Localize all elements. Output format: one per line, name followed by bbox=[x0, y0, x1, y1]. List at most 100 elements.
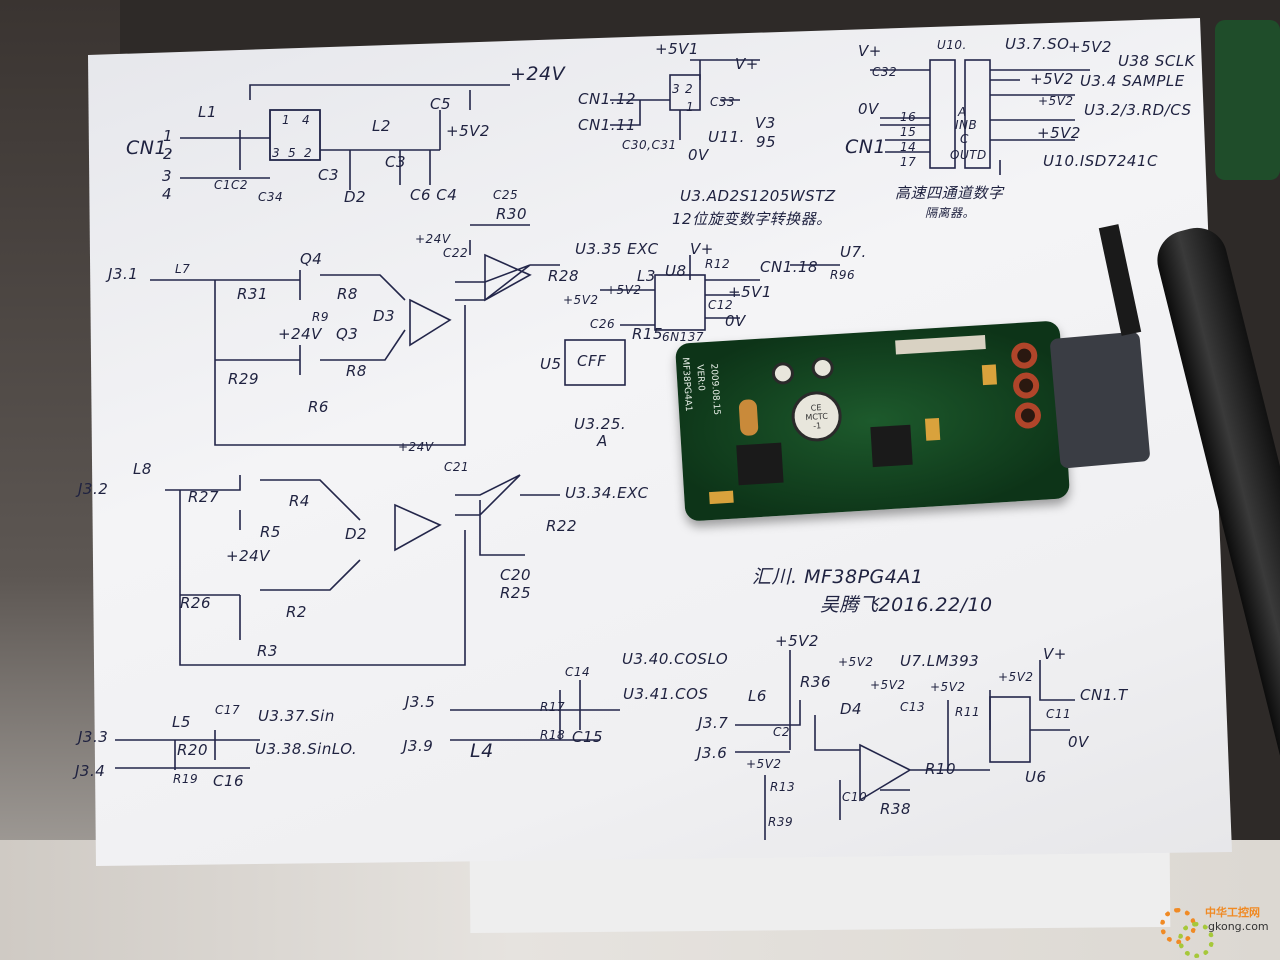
schematic-label: R30 bbox=[496, 205, 528, 223]
toroid-coil bbox=[1010, 341, 1039, 370]
schematic-label: 14 bbox=[900, 140, 917, 154]
schematic-label: 15 bbox=[900, 125, 917, 139]
schematic-label: C22 bbox=[443, 246, 469, 260]
schematic-label: C34 bbox=[258, 190, 284, 204]
schematic-label: +24V bbox=[415, 232, 451, 246]
toroid-coil bbox=[1012, 371, 1040, 400]
schematic-label: C2 bbox=[773, 725, 791, 739]
schematic-label: V+ bbox=[735, 55, 759, 73]
schematic-label: 4 bbox=[302, 113, 311, 127]
schematic-label: 汇川. MF38PG4A1 bbox=[752, 566, 924, 588]
schematic-label: J3.9 bbox=[403, 737, 434, 755]
schematic-label: J3.7 bbox=[698, 714, 729, 732]
schematic-label: R28 bbox=[548, 267, 580, 285]
schematic-label: U10.ISD7241C bbox=[1043, 152, 1158, 170]
schematic-label: L2 bbox=[372, 117, 391, 135]
watermark-name: 中华工控网 bbox=[1205, 906, 1260, 919]
schematic-label: CN1.18 bbox=[760, 258, 819, 276]
schematic-label: C33 bbox=[710, 95, 736, 109]
schematic-label: +24V bbox=[226, 547, 270, 565]
other-circuit-board bbox=[1215, 20, 1280, 180]
schematic-label: OUTD bbox=[950, 148, 987, 162]
db9-connector bbox=[1049, 331, 1151, 469]
schematic-label: U11. bbox=[708, 128, 745, 146]
schematic-label: R3 bbox=[257, 642, 278, 660]
schematic-label: 6N137 bbox=[662, 330, 705, 344]
schematic-label: V+ bbox=[690, 240, 714, 258]
schematic-label: R15 bbox=[632, 325, 664, 343]
toroid-coil bbox=[1014, 401, 1042, 430]
schematic-label: D4 bbox=[840, 700, 863, 718]
schematic-label: 1 bbox=[686, 100, 695, 114]
schematic-label: Q4 bbox=[300, 250, 323, 268]
schematic-label: 2 bbox=[685, 82, 694, 96]
schematic-label: INB bbox=[955, 118, 978, 132]
schematic-label: U7. bbox=[840, 243, 867, 261]
schematic-label: U6 bbox=[1025, 768, 1047, 786]
buzzer-label-suffix: -1 bbox=[812, 420, 822, 431]
schematic-label: L8 bbox=[133, 460, 152, 478]
schematic-label: J3.5 bbox=[405, 693, 436, 711]
schematic-label: Q3 bbox=[336, 325, 359, 343]
schematic-label: C bbox=[960, 132, 969, 146]
schematic-label: L6 bbox=[748, 687, 767, 705]
ad2s1205-chip bbox=[870, 424, 913, 468]
schematic-label: U3.4 SAMPLE bbox=[1080, 72, 1185, 90]
buzzer: CE MCTC -1 bbox=[790, 389, 844, 443]
schematic-label: +5V2 bbox=[998, 670, 1034, 684]
board-model-silkscreen: MF38PG4A1 bbox=[679, 357, 694, 412]
schematic-label: 0V bbox=[725, 312, 746, 330]
schematic-label: U3.2/3.RD/CS bbox=[1084, 101, 1192, 119]
schematic-label: 95 bbox=[756, 133, 777, 151]
schematic-label: R26 bbox=[180, 594, 212, 612]
schematic-label: C5 bbox=[430, 95, 452, 113]
schematic-label: U3.34.EXC bbox=[565, 484, 649, 502]
schematic-label: C15 bbox=[572, 728, 604, 746]
schematic-label: R17 bbox=[540, 700, 566, 714]
schematic-label: +5V2 bbox=[446, 122, 490, 140]
schematic-label: C16 bbox=[213, 772, 245, 790]
schematic-label: C3 bbox=[318, 166, 340, 184]
schematic-label: R19 bbox=[173, 772, 199, 786]
schematic-label: R4 bbox=[289, 492, 310, 510]
schematic-label: C26 bbox=[590, 317, 616, 331]
schematic-label: 5 bbox=[288, 146, 297, 160]
schematic-label: 16 bbox=[900, 110, 917, 124]
schematic-label: A bbox=[958, 105, 967, 119]
schematic-label: +24V bbox=[398, 440, 434, 454]
schematic-label: +5V2 bbox=[563, 293, 599, 307]
schematic-label: C12 bbox=[708, 298, 734, 312]
schematic-label: C21 bbox=[444, 460, 470, 474]
schematic-label: C3 bbox=[385, 153, 407, 171]
schematic-label: L4 bbox=[470, 740, 494, 762]
schematic-label: J3.6 bbox=[697, 744, 728, 762]
schematic-label: 4 bbox=[162, 185, 173, 203]
schematic-label: +5V2 bbox=[1068, 38, 1112, 56]
schematic-label: L1 bbox=[198, 103, 217, 121]
schematic-label: +5V2 bbox=[930, 680, 966, 694]
schematic-label: R10 bbox=[925, 760, 957, 778]
schematic-label: L7 bbox=[175, 262, 191, 276]
schematic-label: +5V2 bbox=[775, 632, 819, 650]
schematic-label: U3.41.COS bbox=[623, 685, 709, 703]
schematic-label: 2 bbox=[163, 145, 174, 163]
schematic-label: R12 bbox=[705, 257, 731, 271]
schematic-label: R13 bbox=[770, 780, 796, 794]
schematic-label: CN1.T bbox=[1080, 686, 1128, 704]
schematic-label: C32 bbox=[872, 65, 898, 79]
schematic-label: CFF bbox=[577, 352, 607, 370]
schematic-label: U3.AD2S1205WSTZ bbox=[680, 187, 836, 205]
schematic-label: J3.3 bbox=[78, 728, 109, 746]
schematic-label: R22 bbox=[546, 517, 578, 535]
schematic-label: 0V bbox=[858, 100, 879, 118]
gear-icon bbox=[1178, 922, 1214, 958]
schematic-label: R20 bbox=[177, 741, 209, 759]
schematic-label: +24V bbox=[510, 63, 566, 85]
schematic-label: 0V bbox=[688, 146, 709, 164]
schematic-label: V3 bbox=[755, 114, 776, 132]
schematic-label: +5V2 bbox=[746, 757, 782, 771]
schematic-label: 3 bbox=[672, 82, 681, 96]
schematic-label: J3.4 bbox=[75, 762, 106, 780]
schematic-label: D3 bbox=[373, 307, 396, 325]
